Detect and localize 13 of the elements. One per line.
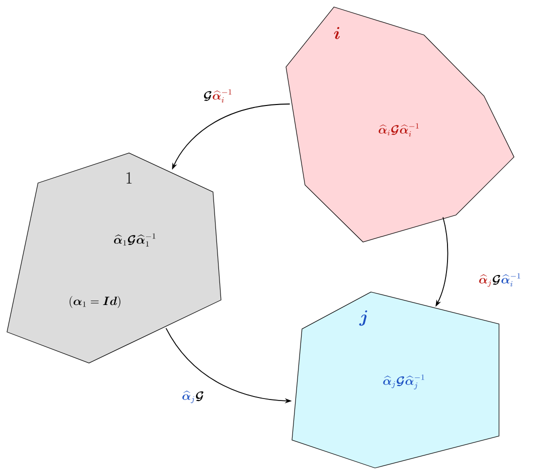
formula-label: $(\boldsymbol{\alpha}_1 = \boldsymbol{Id})$ — [70, 296, 120, 308]
edge-label: $\boldsymbol{\mathcal{G}}{\color{cr}\widehat{\boldsymbol{\alpha}}_i^{-1}}$ — [202, 88, 234, 104]
formula-label: $\widehat{\boldsymbol{\alpha}}_i\boldsymbol{\mathcal{G}}\widehat{\boldsymbol{\alpha}}_i^{-1}$ — [378, 123, 419, 137]
region-number: $\boldsymbol{i}$ — [334, 27, 340, 40]
region-polygon — [6, 152, 222, 364]
region-polygon — [292, 292, 500, 468]
region-number: $1$ — [126, 172, 132, 184]
formula-label: $\widehat{\boldsymbol{\alpha}}_1\boldsymbol{\mathcal{G}}\widehat{\boldsymbol{\alpha}}_1^{-1}$ — [114, 233, 156, 246]
region-number: $\boldsymbol{j}$ — [359, 310, 368, 326]
edge-label: ${\color{cb}\widehat{\boldsymbol{\alpha}}_j}\boldsymbol{\mathcal{G}}$ — [180, 390, 206, 404]
region-polygon — [286, 6, 514, 242]
edge-label: ${\color{cr}\widehat{\boldsymbol{\alpha}}_j}\boldsymbol{\mathcal{G}}{\color{cb}\widehat{\boldsymbol{\alpha}}_i^{-1}}$ — [478, 272, 522, 288]
formula-label: $\widehat{\boldsymbol{\alpha}}_j\boldsymbol{\mathcal{G}}\widehat{\boldsymbol{\alpha}}_j^{-1}$ — [383, 374, 424, 390]
